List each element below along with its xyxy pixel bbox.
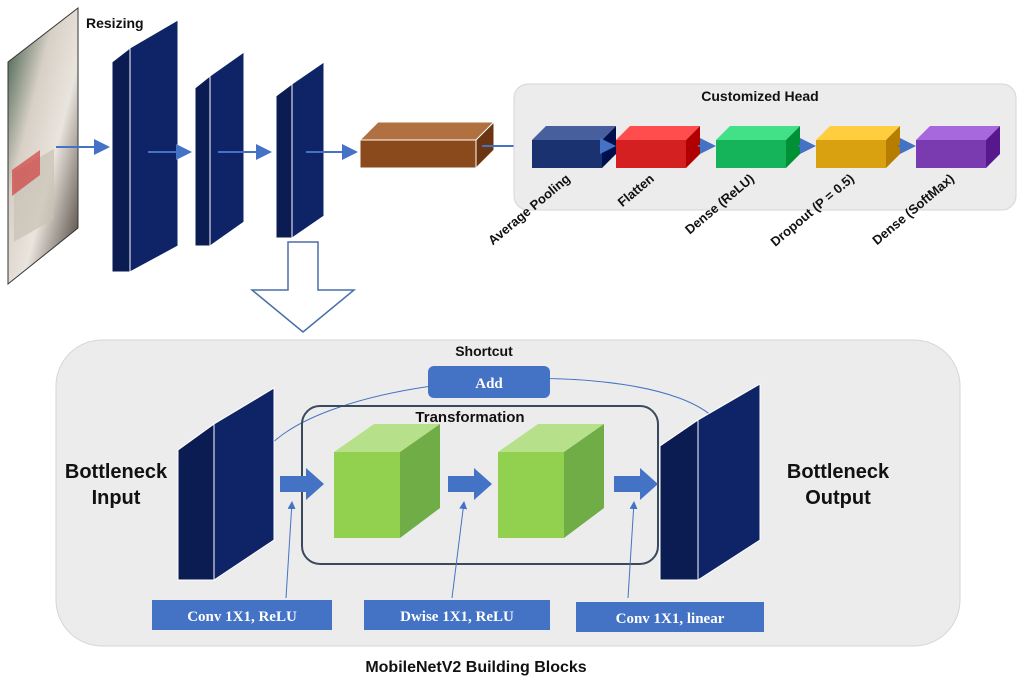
bottleneck-output-label-line2: Output (805, 487, 871, 509)
op-label-2: Dwise 1X1, ReLU (400, 609, 514, 625)
input-image (7, 6, 79, 286)
bottleneck-input-label-line1: Bottleneck (65, 461, 168, 483)
add-label: Add (475, 376, 503, 392)
conv-layer-2 (194, 51, 245, 247)
op-box-1 (152, 600, 332, 630)
bottleneck-output-block (659, 383, 761, 581)
conv-layer-3 (275, 61, 325, 239)
pointer-op-3 (627, 501, 638, 599)
conv-layer-1 (111, 19, 179, 273)
customized-head-title: Customized Head (701, 88, 818, 104)
bottleneck-input-label-line2: Input (92, 487, 141, 509)
shortcut-label: Shortcut (455, 343, 513, 359)
pointer-op-1 (285, 501, 296, 599)
op-box-3 (576, 602, 764, 632)
transform-cube-1 (334, 424, 440, 538)
down-arrow (249, 241, 357, 333)
transformation-label: Transformation (415, 409, 524, 426)
feature-map-block (358, 120, 496, 170)
resizing-label: Resizing (86, 15, 144, 31)
transform-cube-2 (498, 424, 604, 538)
block-arrow-3 (614, 468, 658, 500)
add-box (428, 366, 550, 398)
pointer-op-2 (451, 501, 468, 599)
block-arrow-1 (280, 468, 324, 500)
op-label-3: Conv 1X1, linear (616, 611, 725, 627)
block-arrow-2 (448, 468, 492, 500)
figure-caption: MobileNetV2 Building Blocks (365, 659, 586, 676)
op-label-1: Conv 1X1, ReLU (187, 609, 297, 625)
bottleneck-input-block (177, 387, 275, 581)
bottleneck-output-label-line1: Bottleneck (787, 461, 890, 483)
op-box-2 (364, 600, 550, 630)
